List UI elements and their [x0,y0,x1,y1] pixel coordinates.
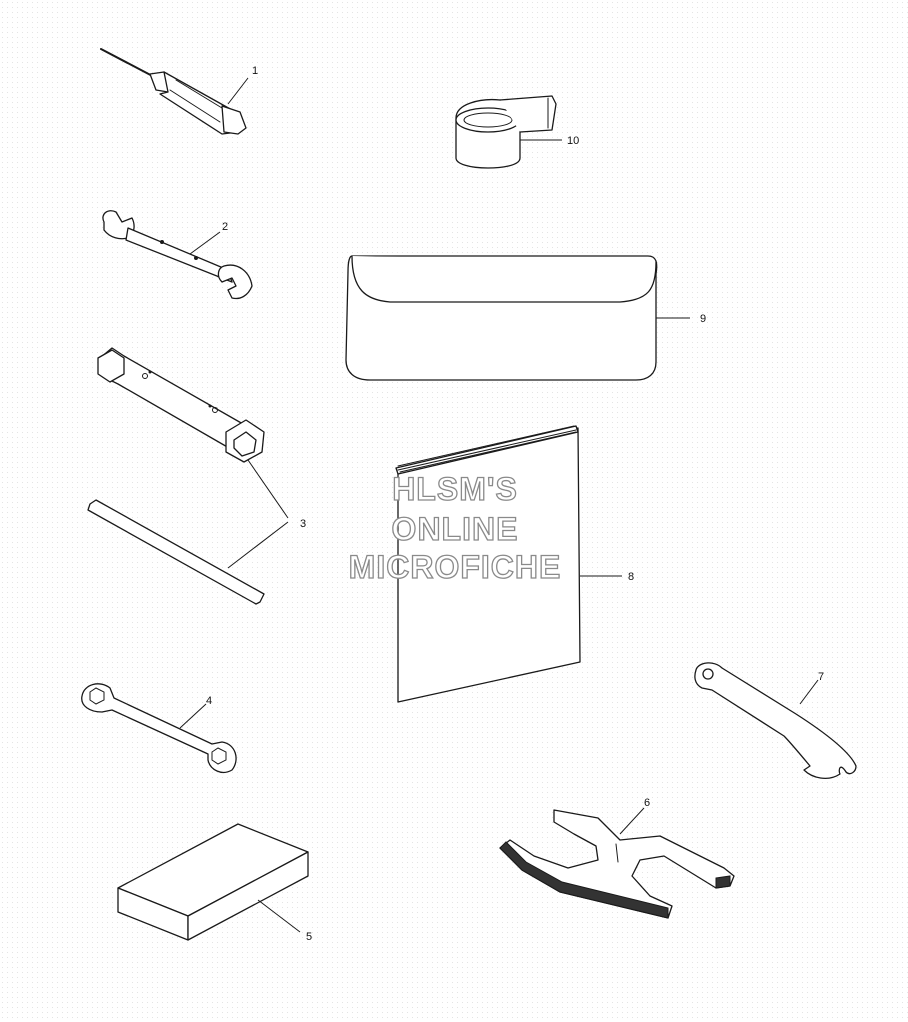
part-7-hook-spanner: 7 [694,662,857,780]
part-5-pad: 5 [117,823,312,943]
watermark: HLSM'S ONLINE MICROFICHE [348,470,562,585]
callout-8: 8 [628,571,634,583]
callout-1: 1 [252,65,258,77]
part-3-box-wrench-set: 3 [87,347,306,605]
watermark-line1: HLSM'S [392,471,518,507]
watermark-line3: MICROFICHE [349,549,562,585]
callout-7: 7 [818,671,824,683]
part-9-tool-pouch: 9 [345,255,706,381]
callout-2: 2 [222,221,228,233]
part-2-open-end-wrench: 2 [102,210,253,300]
callout-6: 6 [644,797,650,809]
callout-3: 3 [300,518,306,530]
callout-9: 9 [700,313,706,325]
watermark-line2: ONLINE [392,511,519,547]
part-1-screwdriver: 1 [100,48,258,135]
callout-4: 4 [206,695,212,707]
part-8-owners-manual: 8 [395,425,634,703]
callout-10: 10 [567,135,579,147]
callout-5: 5 [306,931,312,943]
part-10-tape-roll: 10 [455,95,579,169]
part-4-box-end-wrench: 4 [81,683,237,774]
part-6-fork-tool: 6 [499,797,735,919]
